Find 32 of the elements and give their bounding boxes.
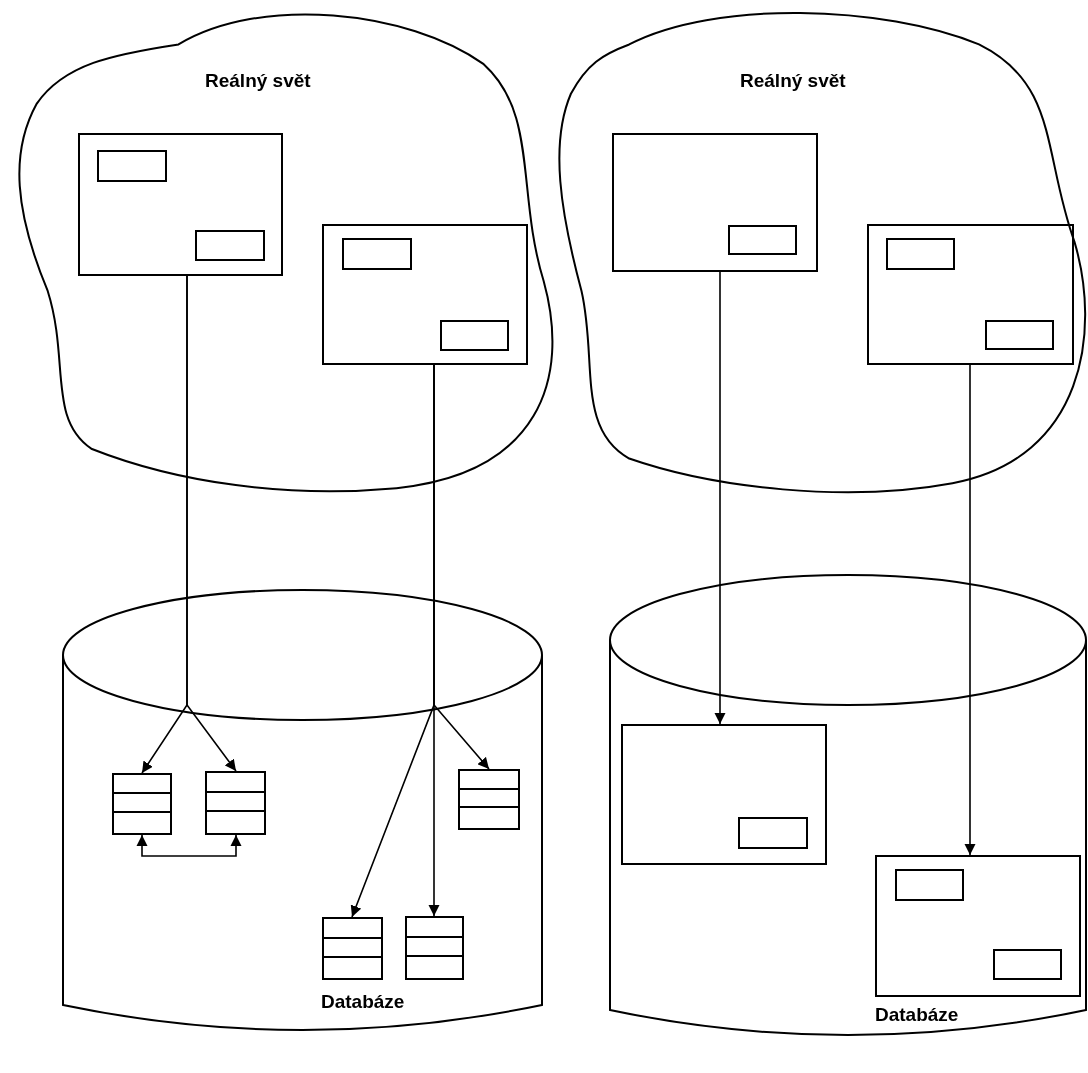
entity-box	[621, 724, 827, 865]
attribute-box	[738, 817, 808, 849]
attribute-box	[993, 949, 1062, 980]
entity-box	[322, 224, 528, 365]
region-title: Reálný svět	[740, 69, 846, 93]
arrow	[136, 834, 242, 857]
arrow	[714, 271, 726, 725]
record-table	[405, 916, 464, 980]
database-cylinder	[63, 590, 542, 1030]
attribute-box	[195, 230, 265, 261]
entity-box	[612, 133, 818, 272]
region-title: Reálný svět	[205, 69, 311, 93]
database-cylinder	[610, 575, 1086, 1035]
attribute-box	[440, 320, 509, 351]
entity-box	[78, 133, 283, 276]
attribute-box	[886, 238, 955, 270]
record-table	[205, 771, 266, 835]
record-table	[322, 917, 383, 980]
attribute-box	[895, 869, 964, 901]
attribute-box	[985, 320, 1054, 350]
database-title: Databáze	[875, 1003, 959, 1027]
entity-box	[875, 855, 1081, 997]
record-table	[112, 773, 172, 835]
attribute-box	[97, 150, 167, 182]
database-title: Databáze	[321, 990, 405, 1014]
record-table	[458, 769, 520, 830]
attribute-box	[728, 225, 797, 255]
arrow	[428, 364, 440, 917]
arrow	[964, 364, 976, 856]
attribute-box	[342, 238, 412, 270]
arrow	[186, 275, 237, 772]
entity-box	[867, 224, 1074, 365]
